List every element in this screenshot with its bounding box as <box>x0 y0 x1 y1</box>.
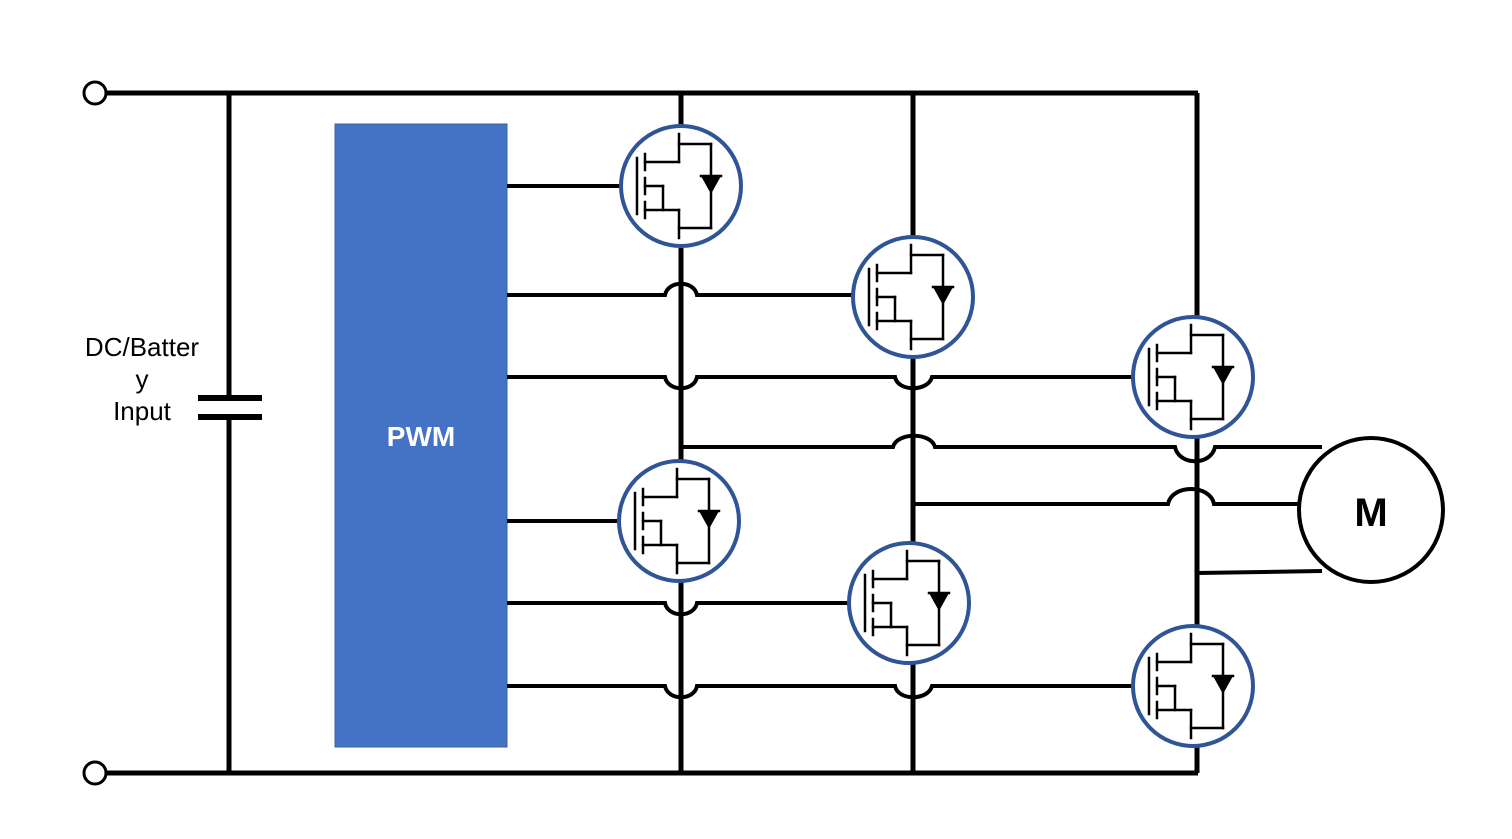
motor-label: M <box>1354 491 1387 535</box>
pwm-label: PWM <box>387 421 455 452</box>
power-rails <box>106 90 1198 776</box>
mosfet-q3 <box>1131 315 1255 439</box>
mosfet-q2 <box>851 235 975 359</box>
source-label-line-2: y <box>136 364 149 394</box>
leg-wires <box>678 93 1200 773</box>
phase-lines <box>681 433 1323 575</box>
source-label-line-3: Input <box>113 396 172 426</box>
capacitor <box>198 93 262 773</box>
motor <box>1297 436 1445 584</box>
negative-terminal <box>82 760 108 786</box>
mosfet-q5 <box>847 541 971 665</box>
mosfet-q4 <box>617 459 741 583</box>
gate-lines <box>507 184 1134 700</box>
mosfet-q6 <box>1131 624 1255 748</box>
source-label-line-1: DC/Batter <box>85 332 199 362</box>
positive-terminal <box>82 80 108 106</box>
mosfet-q1 <box>619 124 743 248</box>
pwm-block <box>334 123 508 748</box>
